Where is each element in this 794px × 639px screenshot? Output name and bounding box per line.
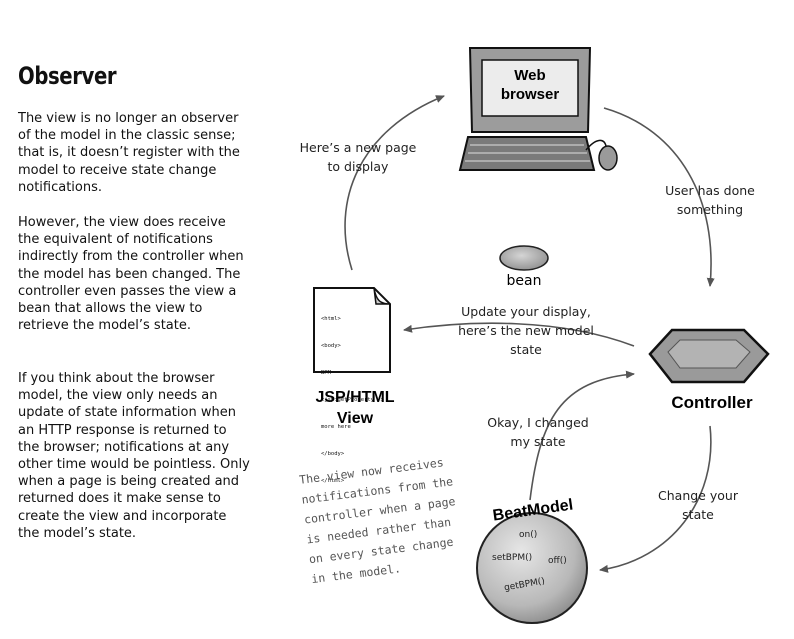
label-update-line3: state [510,342,542,357]
view-label-line2: View [336,410,374,427]
arrow-browser-to-controller [603,107,715,287]
browser-label-line1: Web [514,67,546,84]
label-new-page-line1: Here’s a new page [299,140,417,155]
label-change-state: Change your state [650,486,746,524]
browser-label-line2: browser [500,86,560,103]
label-bean: bean [506,273,542,289]
code-line: <body> [321,343,341,349]
bean-icon [499,245,549,271]
method-off: off() [548,556,567,566]
browser-screen-text: Web browser [484,66,576,104]
label-change-line1: Change your [658,488,738,503]
label-user-done-line2: something [676,202,744,217]
label-okay-line2: my state [510,434,566,449]
label-user-done: User has done something [648,181,772,219]
paragraph-browser-model: If you think about the browser model, th… [18,371,250,541]
web-browser-computer-icon [458,47,618,171]
view-label-line1: JSP/HTML [315,389,395,406]
label-change-line2: state [682,507,714,522]
method-on: on() [519,530,538,540]
label-okay-line1: Okay, I changed [487,415,589,430]
method-setbpm: setBPM() [492,553,533,563]
label-update-line1: Update your display, [461,304,591,319]
code-line: </body> [321,451,345,457]
label-new-page-line2: to display [327,159,389,174]
code-line: <html> [321,316,341,322]
page-title: Observer [18,62,117,90]
label-okay-changed: Okay, I changed my state [476,413,600,451]
controller-hexagon-icon [648,328,770,384]
label-user-done-line1: User has done [665,183,755,198]
arrow-model-to-controller [529,370,635,501]
jsp-page-icon [313,287,391,373]
code-line: <jsp:getProperty /> [321,397,384,403]
arrow-to-browser [344,95,445,271]
controller-label: Controller [671,393,753,412]
arrow-controller-to-view [403,322,635,347]
label-update-display: Update your display, here’s the new mode… [446,302,606,359]
code-line: </html> [321,478,345,484]
paragraph-indirect-notifications: However, the view does receive the equiv… [18,215,244,334]
label-new-page: Here’s a new page to display [290,138,426,176]
code-line: more here [321,424,351,430]
code-line: BPM [321,370,331,376]
jsp-code-block: <html> <body> BPM <jsp:getProperty /> mo… [321,297,384,495]
handwritten-note: The view now receives notifications from… [298,451,464,589]
paragraph-observer-intro: The view is no longer an observer of the… [18,111,240,195]
arrow-controller-to-model [599,425,712,573]
view-label: JSP/HTML View [296,387,414,429]
label-update-line2: here’s the new model [458,323,594,338]
beatmodel-sphere-icon [476,512,588,624]
